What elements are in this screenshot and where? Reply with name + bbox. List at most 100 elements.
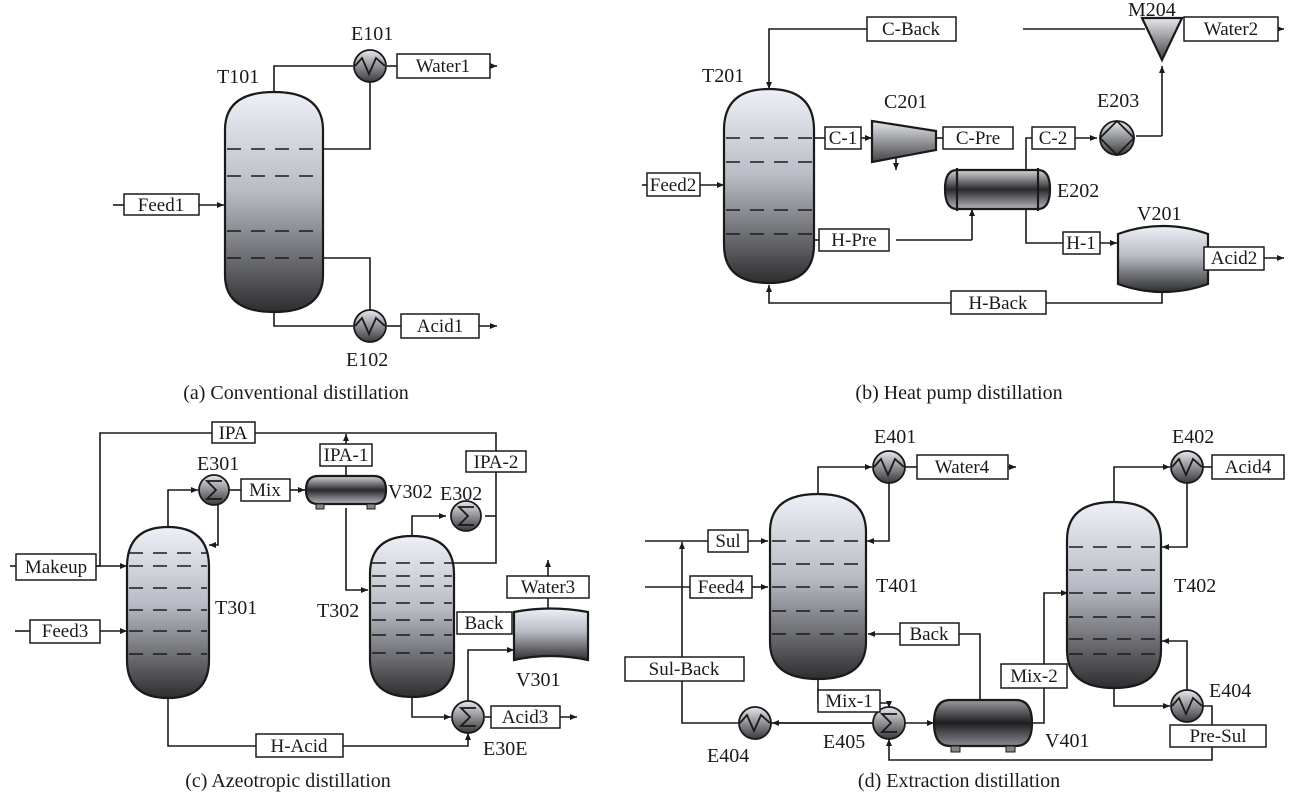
sul-back-down-line bbox=[681, 681, 740, 724]
stream-water1-label: Water1 bbox=[416, 56, 470, 77]
column-t301[interactable] bbox=[125, 525, 211, 700]
column-t201[interactable] bbox=[722, 87, 816, 285]
stream-h-back[interactable] bbox=[950, 290, 1047, 315]
stream-mix-label: Mix bbox=[249, 480, 281, 501]
stream-water3[interactable] bbox=[506, 575, 590, 599]
stream-h-pre-label: H-Pre bbox=[831, 230, 876, 251]
stream-c-pre-label: C-Pre bbox=[956, 128, 1000, 149]
e30e-to-v301-line bbox=[467, 647, 514, 701]
label-v301: V301 bbox=[516, 669, 560, 691]
heat-exchanger-e404-cooler[interactable] bbox=[738, 706, 772, 740]
heat-exchanger-e101[interactable] bbox=[353, 49, 387, 83]
label-m204: M204 bbox=[1128, 0, 1176, 21]
e401-reflux-line bbox=[867, 483, 890, 544]
stream-back[interactable] bbox=[456, 611, 513, 635]
e301-reflux-line bbox=[209, 505, 219, 548]
stream-acid4[interactable] bbox=[1211, 454, 1285, 480]
label-e30e: E30E bbox=[483, 738, 527, 760]
stream-water4-label: Water4 bbox=[935, 457, 990, 478]
heat-exchanger-e30e[interactable] bbox=[451, 700, 485, 734]
heat-exchanger-e203[interactable] bbox=[1099, 120, 1135, 156]
stream-mix[interactable] bbox=[240, 478, 291, 502]
stream-ipa2-label: IPA-2 bbox=[474, 452, 519, 473]
t401-overhead-line bbox=[817, 464, 872, 494]
label-e401: E401 bbox=[874, 426, 916, 448]
compressor-c201[interactable] bbox=[870, 119, 938, 164]
stream-pre-sul-label: Pre-Sul bbox=[1190, 726, 1247, 747]
stream-ipa[interactable] bbox=[211, 421, 256, 444]
stream-back[interactable] bbox=[899, 622, 960, 646]
e402-reflux-line bbox=[1162, 483, 1188, 550]
stream-mix1-label: Mix-1 bbox=[825, 691, 873, 712]
stream-ipa1-label: IPA-1 bbox=[324, 445, 369, 466]
stream-feed2[interactable] bbox=[646, 172, 701, 197]
ipa-right-line bbox=[255, 432, 497, 452]
decanter-v302[interactable] bbox=[304, 474, 388, 506]
v401-to-back-line bbox=[959, 633, 981, 700]
stream-c2[interactable] bbox=[1031, 126, 1076, 150]
stream-water2[interactable] bbox=[1183, 16, 1279, 42]
v302-support bbox=[315, 503, 325, 510]
stream-h1[interactable] bbox=[1062, 231, 1101, 255]
h-back-line bbox=[766, 285, 951, 304]
label-e102: E102 bbox=[346, 349, 388, 371]
stream-pre-sul[interactable] bbox=[1169, 724, 1267, 748]
stream-mix2-label: Mix-2 bbox=[1010, 666, 1058, 687]
stream-ipa1[interactable] bbox=[319, 443, 373, 467]
stream-h1-label: H-1 bbox=[1066, 233, 1096, 254]
stream-acid2[interactable] bbox=[1203, 246, 1265, 271]
stream-feed1[interactable] bbox=[123, 193, 200, 216]
e101-reflux-line bbox=[323, 82, 371, 150]
stream-acid3-label: Acid3 bbox=[502, 707, 548, 728]
stream-water4[interactable] bbox=[916, 454, 1009, 480]
label-e101: E101 bbox=[351, 23, 393, 45]
stream-h-pre[interactable] bbox=[818, 228, 890, 252]
stream-mix1[interactable] bbox=[817, 689, 881, 713]
heat-exchanger-e401[interactable] bbox=[872, 450, 906, 484]
heat-exchanger-e405[interactable] bbox=[872, 706, 906, 740]
stream-h-acid[interactable] bbox=[255, 733, 344, 758]
stream-c1[interactable] bbox=[824, 126, 862, 150]
heat-exchanger-e102[interactable] bbox=[353, 309, 387, 343]
column-t401[interactable] bbox=[768, 492, 868, 681]
stream-ipa-label: IPA bbox=[219, 423, 248, 444]
heat-exchanger-e302[interactable] bbox=[450, 500, 482, 532]
t301-bottom-line bbox=[167, 698, 256, 747]
v401-support bbox=[950, 745, 961, 753]
stream-acid1[interactable] bbox=[400, 313, 480, 339]
label-e402: E402 bbox=[1172, 426, 1214, 448]
zigzag-icon bbox=[739, 713, 771, 734]
stream-acid3[interactable] bbox=[490, 705, 561, 729]
stream-ipa2[interactable] bbox=[465, 450, 527, 473]
stream-feed4-label: Feed4 bbox=[698, 577, 745, 598]
v401-to-mix2-line bbox=[1030, 688, 1045, 724]
heat-exchanger-e202[interactable] bbox=[943, 168, 1052, 211]
heat-exchanger-e301[interactable] bbox=[198, 474, 230, 506]
e404-to-presul-line bbox=[1203, 705, 1213, 725]
t101-overhead-line bbox=[273, 65, 353, 92]
vessel-v201[interactable] bbox=[1116, 224, 1210, 294]
stream-feed3[interactable] bbox=[29, 619, 101, 644]
caption-b: (b) Heat pump distillation bbox=[855, 382, 1062, 404]
stream-c-back[interactable] bbox=[866, 16, 957, 42]
stream-c-pre[interactable] bbox=[942, 126, 1014, 150]
stream-feed4[interactable] bbox=[689, 575, 753, 599]
stream-sul[interactable] bbox=[707, 529, 749, 553]
vessel-v401[interactable] bbox=[932, 698, 1034, 748]
heat-exchanger-e404-reboiler[interactable] bbox=[1170, 689, 1204, 723]
column-t402[interactable] bbox=[1065, 500, 1163, 690]
vessel-v301[interactable] bbox=[512, 607, 590, 662]
column-t302[interactable] bbox=[368, 534, 456, 699]
stream-water1[interactable] bbox=[396, 53, 491, 79]
label-e301: E301 bbox=[197, 453, 239, 475]
column-t101[interactable] bbox=[223, 90, 325, 314]
stream-acid1-label: Acid1 bbox=[417, 316, 463, 337]
mixer-m204[interactable] bbox=[1140, 16, 1184, 63]
stream-sul-back-label: Sul-Back bbox=[649, 659, 720, 680]
stream-mix2[interactable] bbox=[1000, 663, 1068, 689]
stream-sul-back[interactable] bbox=[624, 656, 745, 682]
stream-water3-label: Water3 bbox=[521, 577, 575, 598]
stream-feed1-label: Feed1 bbox=[138, 195, 184, 216]
stream-makeup[interactable] bbox=[15, 553, 97, 581]
heat-exchanger-e402[interactable] bbox=[1170, 450, 1204, 484]
